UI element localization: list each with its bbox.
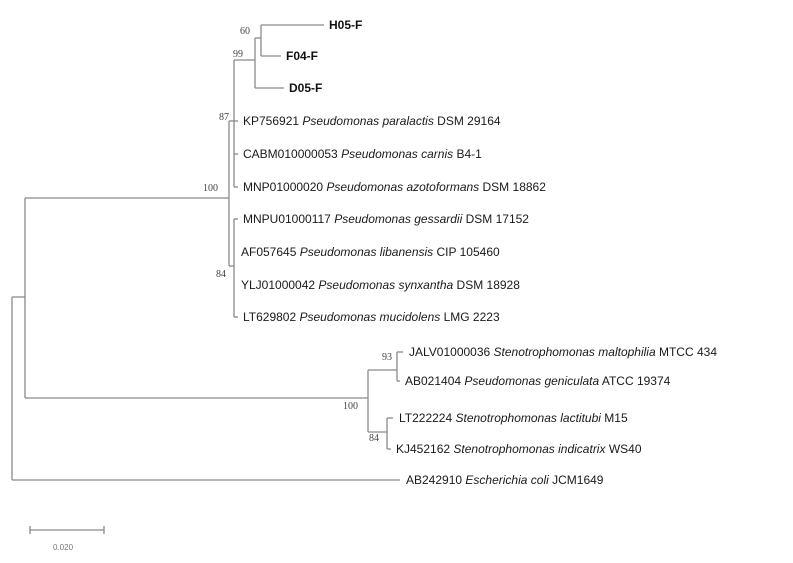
taxon-label: AF057645 Pseudomonas libanensis CIP 1054… (241, 245, 500, 259)
taxon-label: JALV01000036 Stenotrophomonas maltophili… (409, 345, 717, 359)
taxon-label: CABM010000053 Pseudomonas carnis B4-1 (243, 147, 482, 161)
bootstrap-value: 100 (343, 401, 358, 412)
taxon-label: LT629802 Pseudomonas mucidolens LMG 2223 (243, 310, 500, 324)
taxon-label: F04-F (286, 49, 319, 63)
taxon-label: MNPU01000117 Pseudomonas gessardii DSM 1… (243, 212, 529, 226)
taxon-label: H05-F (329, 18, 363, 32)
taxon-label: AB021404 Pseudomonas geniculata ATCC 193… (405, 374, 671, 388)
taxon-label: KP756921 Pseudomonas paralactis DSM 2916… (243, 114, 501, 128)
bootstrap-value: 60 (240, 26, 250, 37)
taxon-label: D05-F (289, 81, 323, 95)
taxon-label: KJ452162 Stenotrophomonas indicatrix WS4… (396, 442, 642, 456)
bootstrap-value: 84 (369, 433, 379, 444)
scale-bar-label: 0.020 (53, 543, 74, 552)
taxon-label: MNP01000020 Pseudomonas azotoformans DSM… (243, 180, 546, 194)
taxon-label: YLJ01000042 Pseudomonas synxantha DSM 18… (241, 278, 520, 292)
bootstrap-value: 99 (233, 49, 243, 60)
bootstrap-value: 84 (216, 269, 226, 280)
bootstrap-value: 93 (382, 352, 392, 363)
bootstrap-value: 100 (203, 183, 218, 194)
bootstrap-value: 87 (219, 112, 229, 123)
taxon-label: LT222224 Stenotrophomonas lactitubi M15 (399, 411, 628, 425)
taxon-label-outgroup: AB242910 Escherichia coli JCM1649 (406, 473, 604, 487)
